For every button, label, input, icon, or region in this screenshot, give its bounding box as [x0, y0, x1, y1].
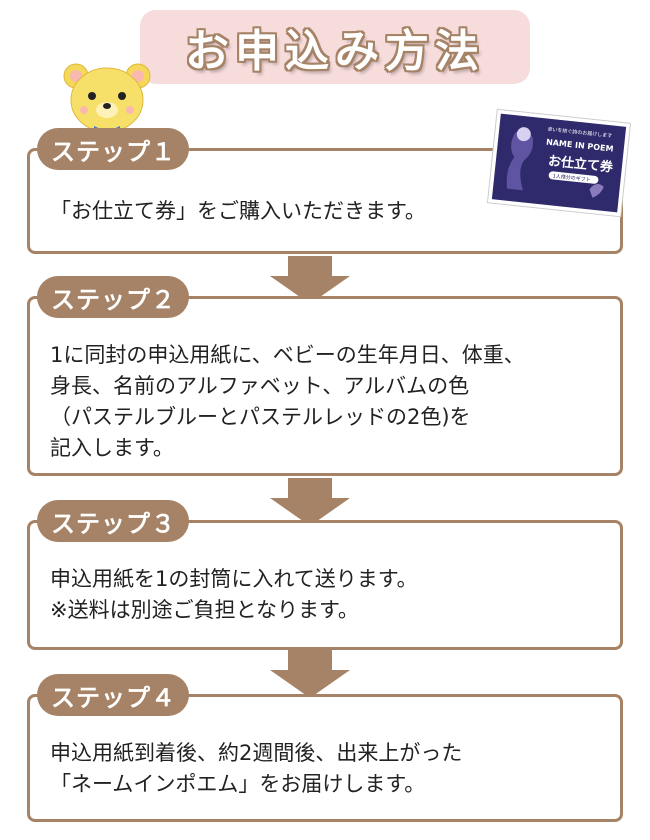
step-1-text: 「お仕立て券」をご購入いただきます。	[50, 199, 426, 223]
step-2-text: 1に同封の申込用紙に、ベビーの生年月日、体重、 身長、名前のアルファベット、アル…	[50, 343, 525, 460]
gift-ticket-image: 幸いを紡ぐ詩のお届けします NAME IN POEM お仕立て券 1人様分のギフ…	[486, 108, 632, 218]
step-3-label: ステップ３	[37, 500, 189, 542]
step-4-label: ステップ４	[37, 674, 189, 716]
step-1-label: ステップ１	[37, 128, 189, 170]
svg-text:お仕立て券: お仕立て券	[547, 153, 614, 176]
step-2-box	[27, 296, 623, 476]
step-2-label: ステップ２	[37, 276, 189, 318]
arrow-down-icon	[270, 478, 350, 526]
svg-text:1人様分のギフト: 1人様分のギフト	[552, 172, 591, 183]
arrow-down-icon	[270, 650, 350, 698]
title-banner: お申込み方法	[140, 10, 530, 84]
step-4-text: 申込用紙到着後、約2週間後、出来上がった 「ネームインポエム」をお届けします。	[50, 741, 463, 796]
arrow-down-icon	[270, 256, 350, 304]
page-title: お申込み方法	[185, 26, 485, 77]
step-3-text: 申込用紙を1の封筒に入れて送ります。 ※送料は別途ご負担となります。	[50, 567, 418, 622]
